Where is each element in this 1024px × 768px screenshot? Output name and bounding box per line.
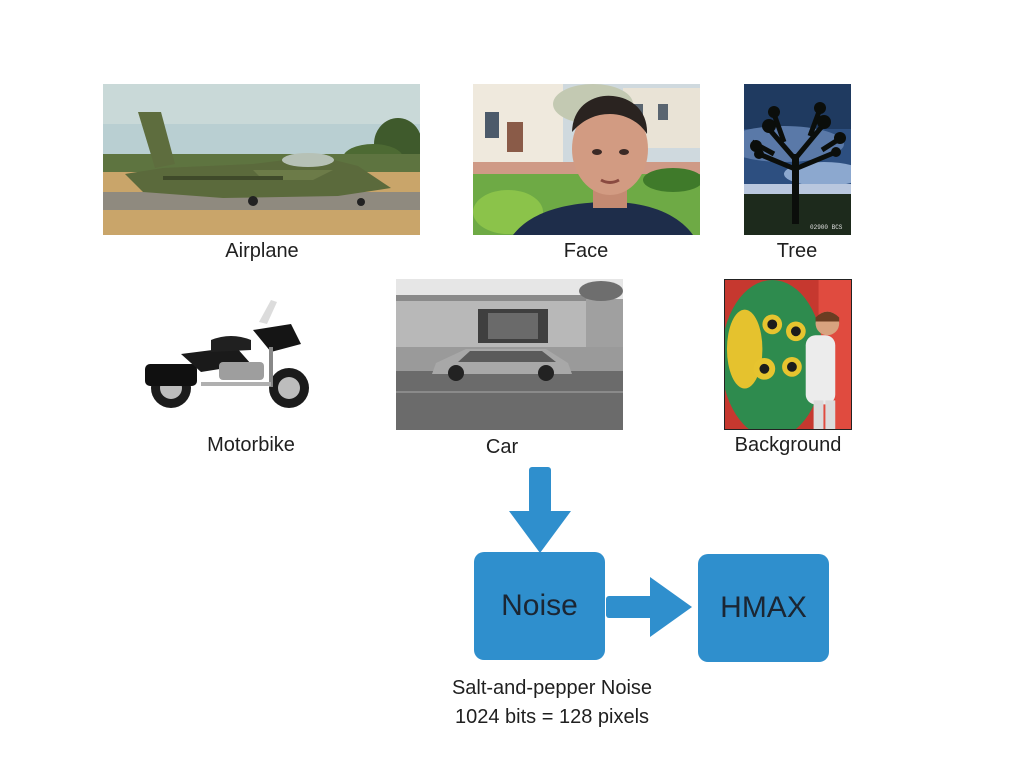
background-image <box>724 279 852 430</box>
noise-note-line1: Salt-and-pepper Noise <box>451 677 653 699</box>
face-image <box>473 84 700 235</box>
down-arrow-icon <box>509 467 571 553</box>
right-arrow-icon <box>606 577 692 637</box>
motorbike-image <box>141 292 319 412</box>
airplane-caption: Airplane <box>225 240 299 262</box>
airplane-image <box>103 84 420 235</box>
noise-box: Noise <box>474 552 605 660</box>
noise-label: Noise <box>501 589 578 622</box>
noise-note: Salt-and-pepper Noise 1024 bits = 128 pi… <box>452 674 652 732</box>
background-caption: Background <box>734 434 842 456</box>
motorbike-caption: Motorbike <box>207 434 295 456</box>
hmax-label: HMAX <box>720 591 807 624</box>
hmax-box: HMAX <box>698 554 829 662</box>
face-caption: Face <box>563 240 609 262</box>
tree-image: 02900 BCS <box>744 84 851 235</box>
tree-caption: Tree <box>776 240 818 262</box>
noise-note-line2: 1024 bits = 128 pixels <box>454 706 650 728</box>
tree-photo-stamp: 02900 BCS <box>810 224 843 231</box>
car-image <box>396 279 623 430</box>
car-caption: Car <box>485 436 519 458</box>
